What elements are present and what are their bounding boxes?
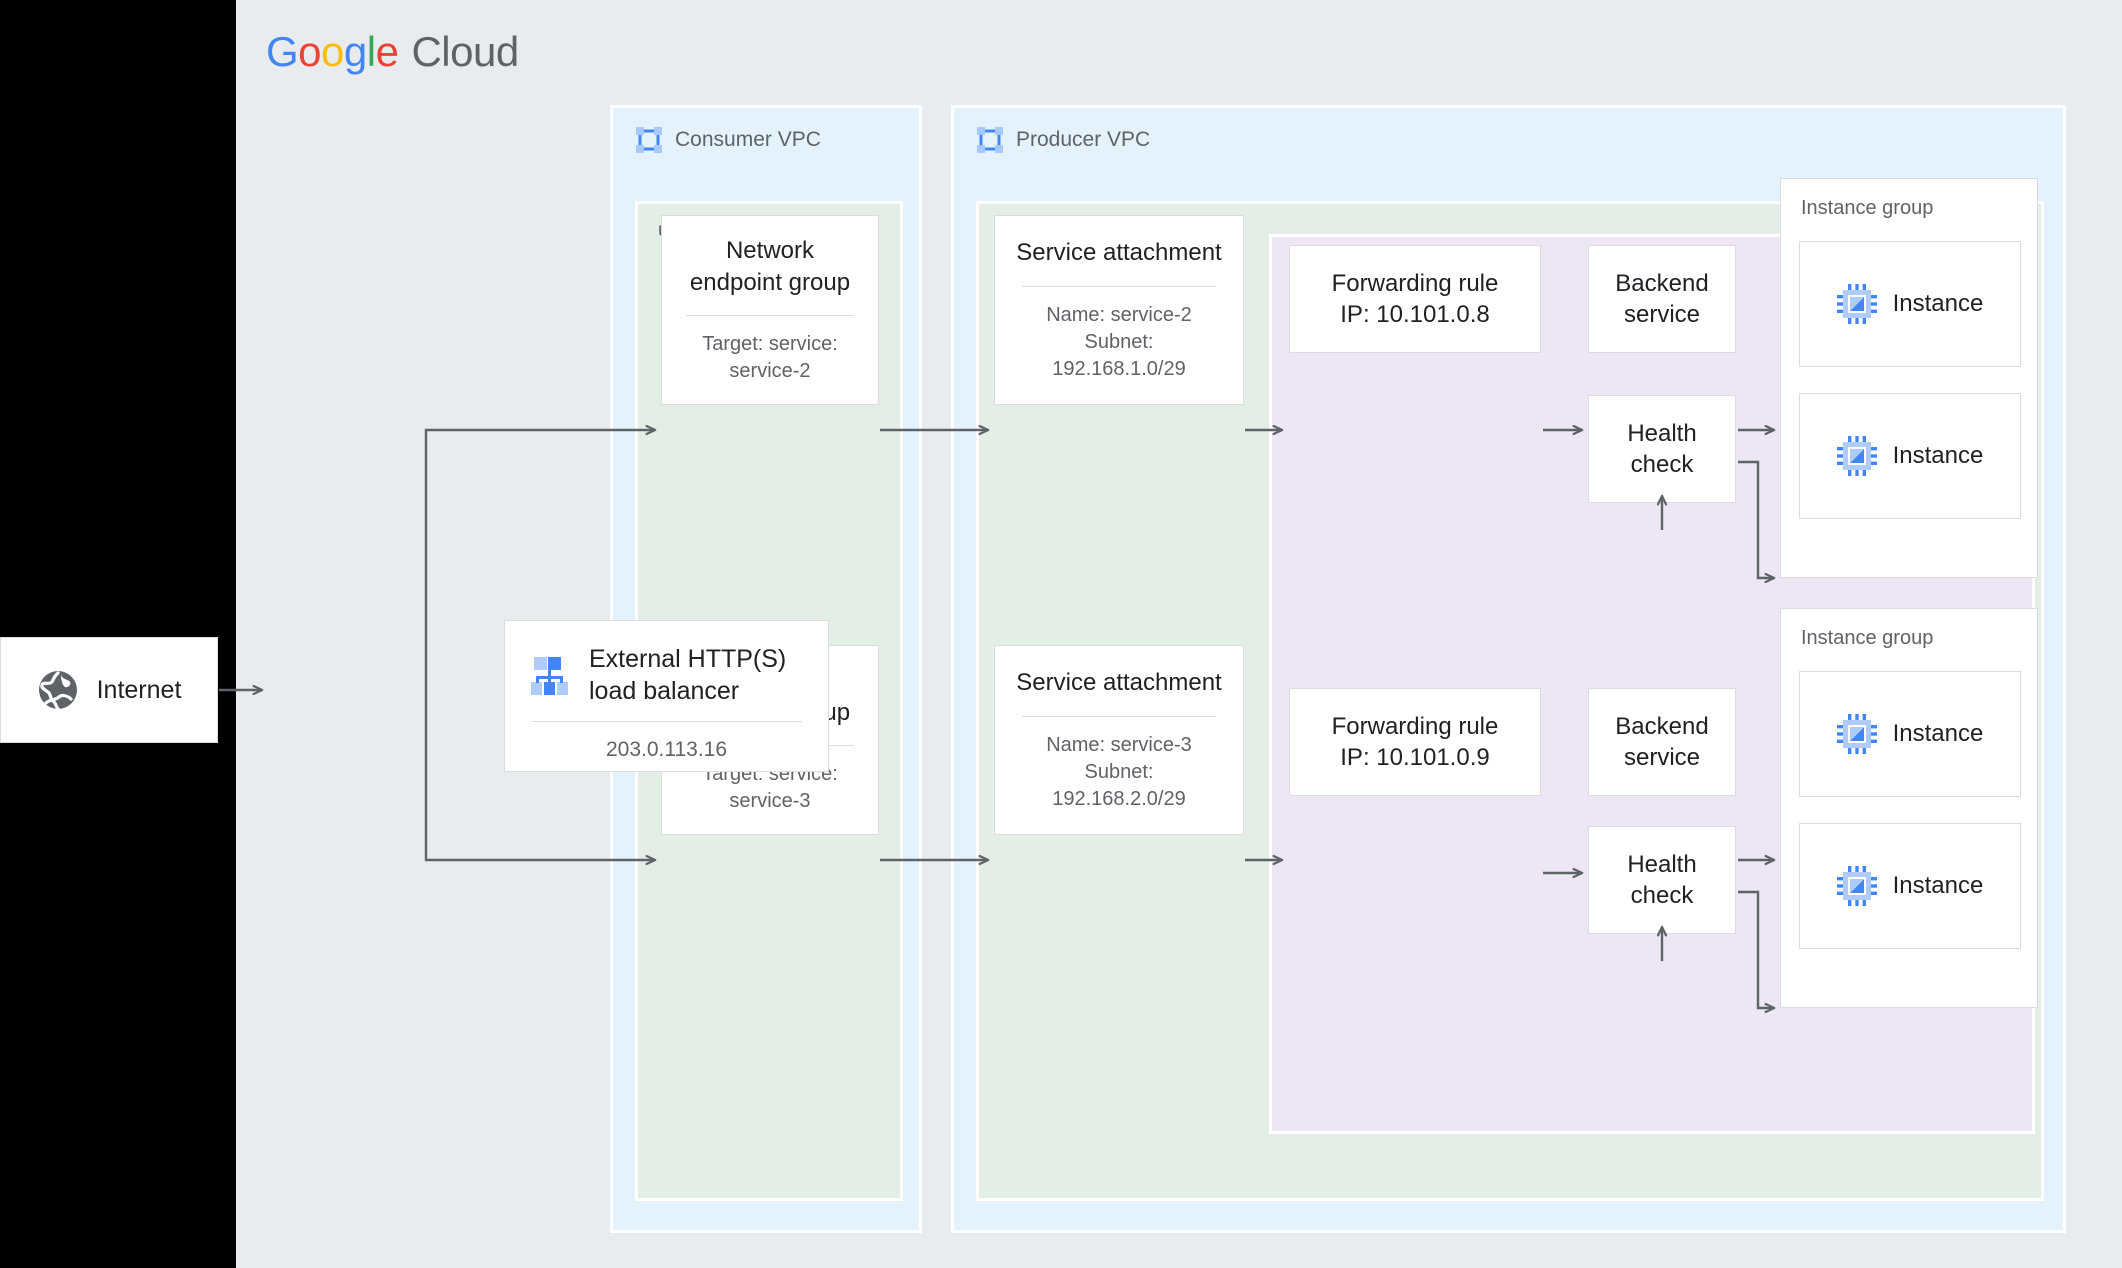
backend-service-card-1[interactable]: Backend service [1588,245,1736,353]
service-attachment-card-2[interactable]: Service attachment Name: service-3 Subne… [994,645,1244,835]
instance-group-label-1: Instance group [1801,197,1934,219]
backend-service-card-2[interactable]: Backend service [1588,688,1736,796]
instance-label-1-2: Instance [1892,442,1984,469]
neg-divider-1 [685,314,855,316]
logo-word-cloud: Cloud [411,28,519,75]
vpc-icon [636,127,662,153]
instance-chip-icon [1836,866,1877,906]
instance-box-1-2[interactable]: Instance [1799,393,2021,519]
service-attachment-title-1: Service attachment [1016,239,1222,267]
globe-icon [38,671,77,711]
load-balancer-divider [530,721,803,722]
neg-title-1: Network endpoint group [689,237,851,296]
instance-label-2-2: Instance [1892,872,1984,899]
instance-chip-icon [1836,284,1877,324]
logo-letter-g2: g [343,28,367,75]
health-check-card-2[interactable]: Health check [1588,826,1736,934]
logo-letter-o2: o [321,28,344,75]
google-cloud-logo: Google Cloud [266,28,519,76]
forwarding-rule-card-2[interactable]: Forwarding rule IP: 10.101.0.9 [1289,688,1541,796]
forwarding-rule-card-1[interactable]: Forwarding rule IP: 10.101.0.8 [1289,245,1541,353]
vpc-icon [977,127,1003,153]
network-endpoint-group-card-1[interactable]: Network endpoint group Target: service: … [661,215,879,405]
logo-letter-e: e [375,28,399,75]
instance-box-2-2[interactable]: Instance [1799,823,2021,949]
instance-group-label-2: Instance group [1801,627,1934,649]
consumer-vpc-header: Consumer VPC [635,126,821,154]
logo-letter-g1: G [266,28,299,75]
service-attachment-subtitle-2: Name: service-3 Subnet: 192.168.2.0/29 [1046,733,1192,810]
logo-letter-o1: o [298,28,322,75]
logo-letter-l: l [366,28,376,75]
load-balancer-icon [531,657,568,695]
instance-group-2: Instance group Instance [1780,608,2038,1008]
service-attachment-card-1[interactable]: Service attachment Name: service-2 Subne… [994,215,1244,405]
instance-box-2-1[interactable]: Instance [1799,671,2021,797]
service-attachment-divider-1 [1022,285,1216,287]
instance-chip-icon [1836,714,1877,754]
instance-chip-icon [1836,436,1877,476]
load-balancer-ip: 203.0.113.16 [605,738,728,761]
internet-node[interactable]: Internet [0,637,218,743]
service-attachment-subtitle-1: Name: service-2 Subnet: 192.168.1.0/29 [1046,303,1192,380]
producer-vpc-title: Producer VPC [1016,128,1151,151]
producer-vpc-header: Producer VPC [976,126,1150,154]
service-attachment-title-2: Service attachment [1016,669,1222,697]
health-check-card-1[interactable]: Health check [1588,395,1736,503]
neg-subtitle-2: Target: service: service-3 [702,762,838,812]
instance-label-1-1: Instance [1892,290,1984,317]
consumer-vpc-title: Consumer VPC [675,128,821,151]
instance-label-2-1: Instance [1892,720,1984,747]
instance-group-1: Instance group Instance [1780,178,2038,578]
service-attachment-divider-2 [1022,715,1216,717]
neg-subtitle-1: Target: service: service-2 [702,332,838,382]
internet-label: Internet [96,675,182,704]
instance-box-1-1[interactable]: Instance [1799,241,2021,367]
load-balancer-card[interactable]: External HTTP(S) load balancer 203.0.113… [504,620,829,772]
load-balancer-title: External HTTP(S) load balancer [589,645,787,705]
load-balancer-top: External HTTP(S) load balancer [505,621,828,707]
